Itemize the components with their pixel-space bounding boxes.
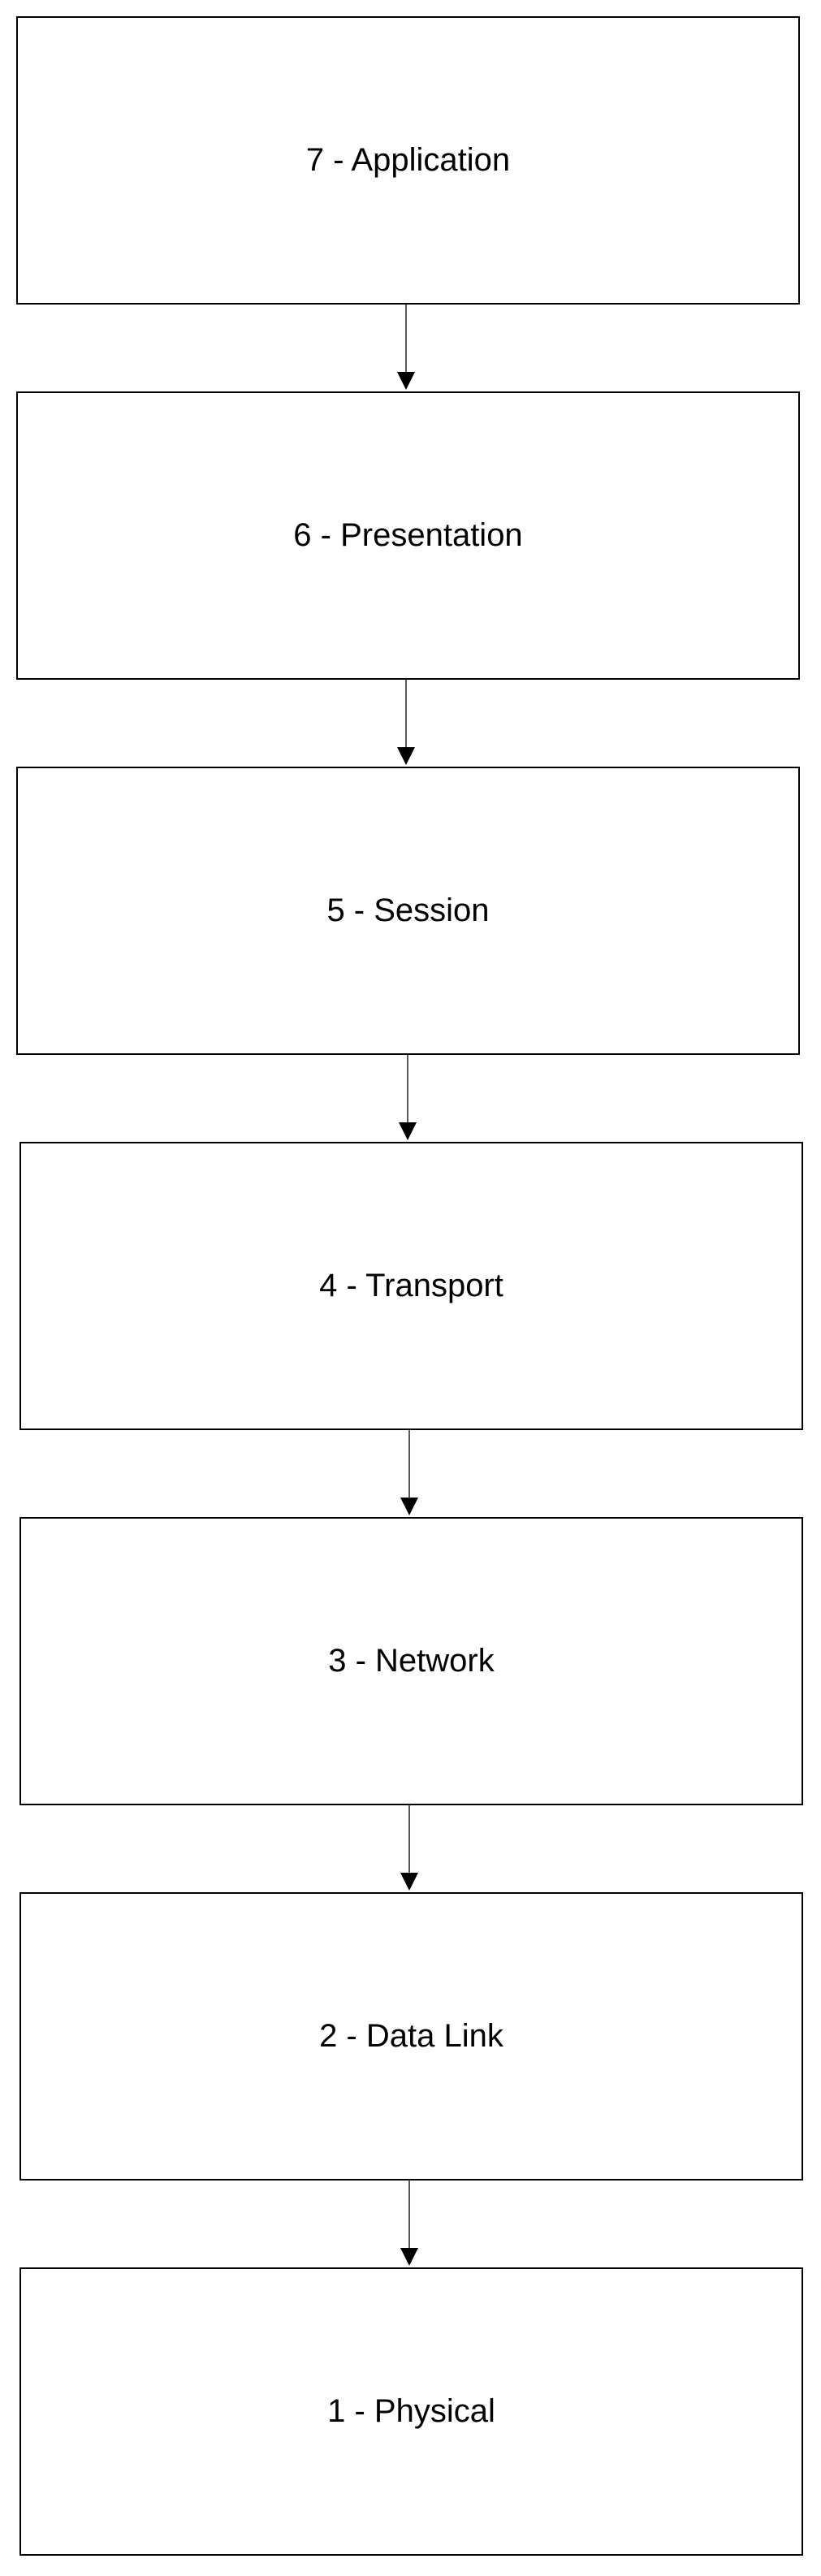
layer-2-data-link-box: 2 - Data Link [19,1892,803,2181]
layer-5-label: 5 - Session [326,893,490,928]
layer-6-label: 6 - Presentation [293,517,523,553]
arrow-5-to-4 [399,1054,417,1140]
layer-1-label: 1 - Physical [327,2393,495,2429]
layer-1-physical-box: 1 - Physical [19,2267,803,2556]
layer-7-application-box: 7 - Application [16,16,800,305]
layer-4-transport-box: 4 - Transport [19,1142,803,1430]
layer-4-label: 4 - Transport [319,1268,503,1303]
layer-6-presentation-box: 6 - Presentation [16,391,800,680]
arrow-7-to-6 [397,304,415,390]
layer-5-session-box: 5 - Session [16,767,800,1055]
arrow-2-to-1 [400,2180,418,2266]
arrow-3-to-2 [400,1804,418,1891]
layer-3-label: 3 - Network [328,1643,495,1679]
layer-7-label: 7 - Application [305,142,511,178]
layer-2-label: 2 - Data Link [319,2018,503,2054]
arrow-6-to-5 [397,679,415,765]
layer-3-network-box: 3 - Network [19,1517,803,1805]
arrow-4-to-3 [400,1429,418,1515]
